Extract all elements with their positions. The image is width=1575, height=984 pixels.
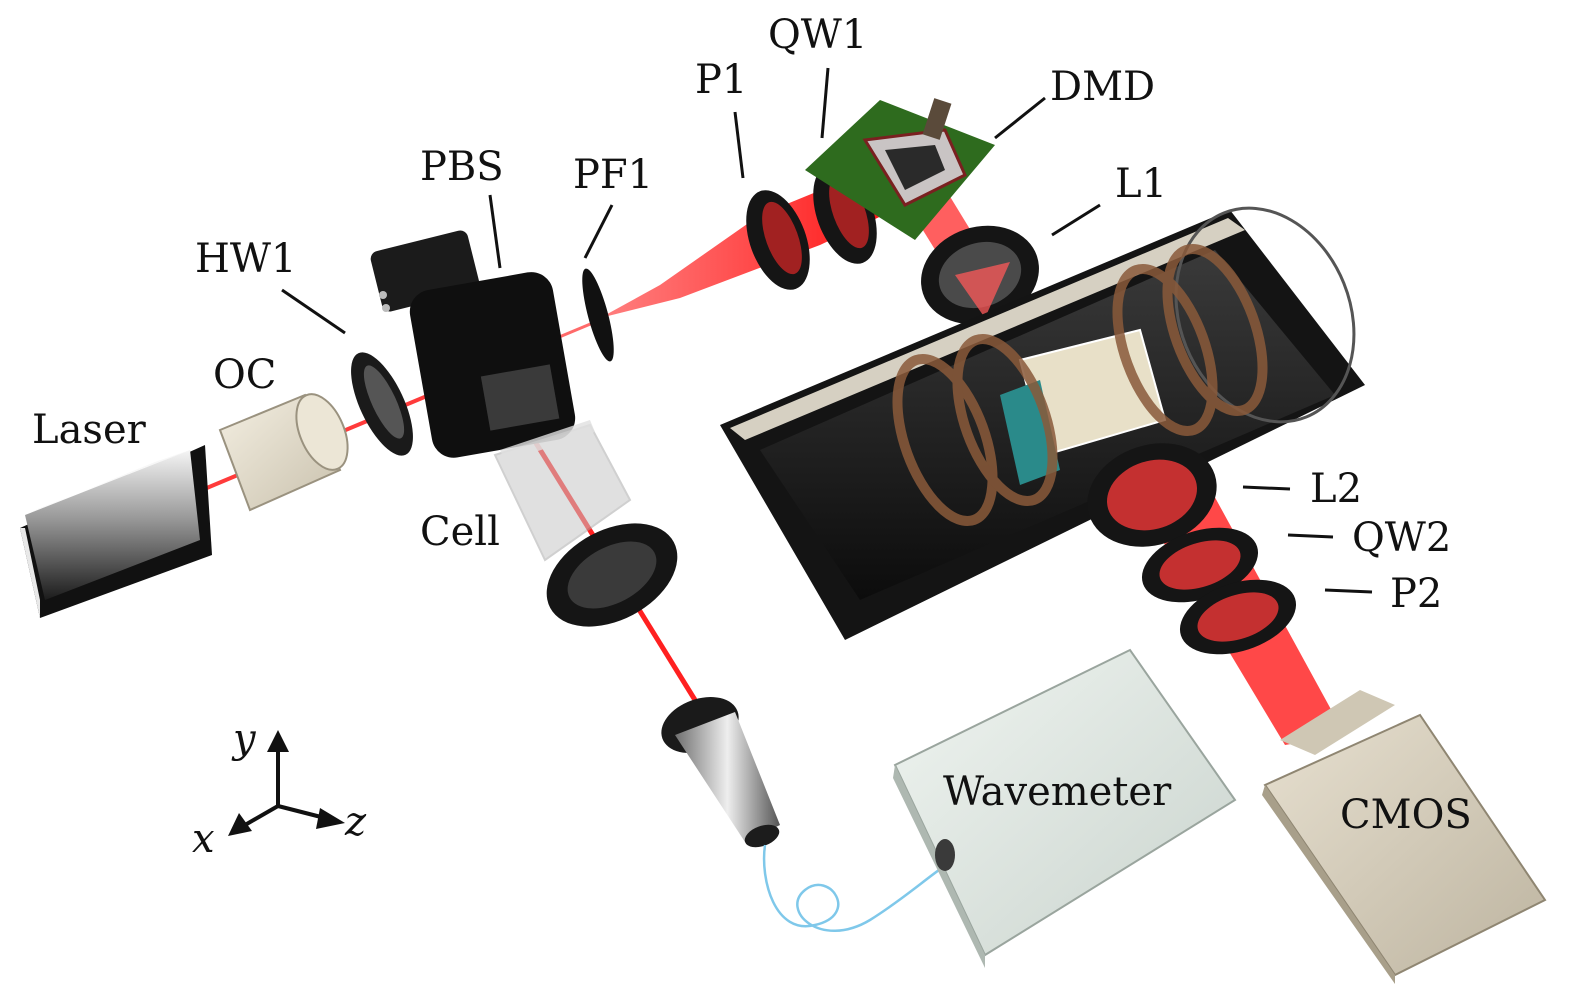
label-dmd: DMD xyxy=(1050,64,1155,110)
polarizing-beam-splitter xyxy=(370,230,576,458)
optical-fiber xyxy=(762,844,956,932)
polarizer-1 xyxy=(746,190,810,290)
lens-1 xyxy=(921,225,1039,325)
vapor-cell xyxy=(493,420,632,562)
wavemeter xyxy=(893,648,1237,968)
label-wavemeter: Wavemeter xyxy=(943,769,1172,815)
y-arrowhead xyxy=(267,730,289,752)
label-cmos: CMOS xyxy=(1340,792,1472,838)
lens-2 xyxy=(1087,443,1217,547)
laser-source xyxy=(20,445,212,618)
collection-lens xyxy=(546,523,678,627)
optical-collimator xyxy=(218,393,349,512)
label-cell: Cell xyxy=(420,509,500,555)
label-pbs: PBS xyxy=(420,144,504,190)
label-l2: L2 xyxy=(1310,466,1362,512)
axis-label-x: x xyxy=(192,816,215,862)
label-oc: OC xyxy=(213,352,276,398)
label-pf1: PF1 xyxy=(573,152,653,198)
axis-label-y: y xyxy=(231,716,257,762)
vacuum-chamber xyxy=(720,206,1365,640)
label-hw1: HW1 xyxy=(195,236,296,282)
label-leaders xyxy=(281,67,1373,594)
coordinate-axes: y x z xyxy=(192,716,367,862)
pinhole-filter-1 xyxy=(582,268,614,362)
digital-micromirror-device xyxy=(805,98,995,240)
quarter-wave-plate-2 xyxy=(1141,527,1259,603)
cmos-camera xyxy=(1262,690,1547,984)
label-l1: L1 xyxy=(1115,161,1167,207)
x-arrowhead xyxy=(228,813,252,836)
axis-label-z: z xyxy=(344,799,367,845)
label-qw1: QW1 xyxy=(768,12,867,58)
label-laser: Laser xyxy=(32,407,147,453)
polarizer-2 xyxy=(1179,579,1297,655)
z-arrowhead xyxy=(316,808,345,829)
label-qw2: QW2 xyxy=(1352,515,1451,561)
label-p1: P1 xyxy=(695,57,747,103)
label-p2: P2 xyxy=(1390,571,1442,617)
fiber-coupler xyxy=(661,696,780,848)
coils xyxy=(892,243,1268,527)
half-wave-plate-1 xyxy=(351,352,413,456)
